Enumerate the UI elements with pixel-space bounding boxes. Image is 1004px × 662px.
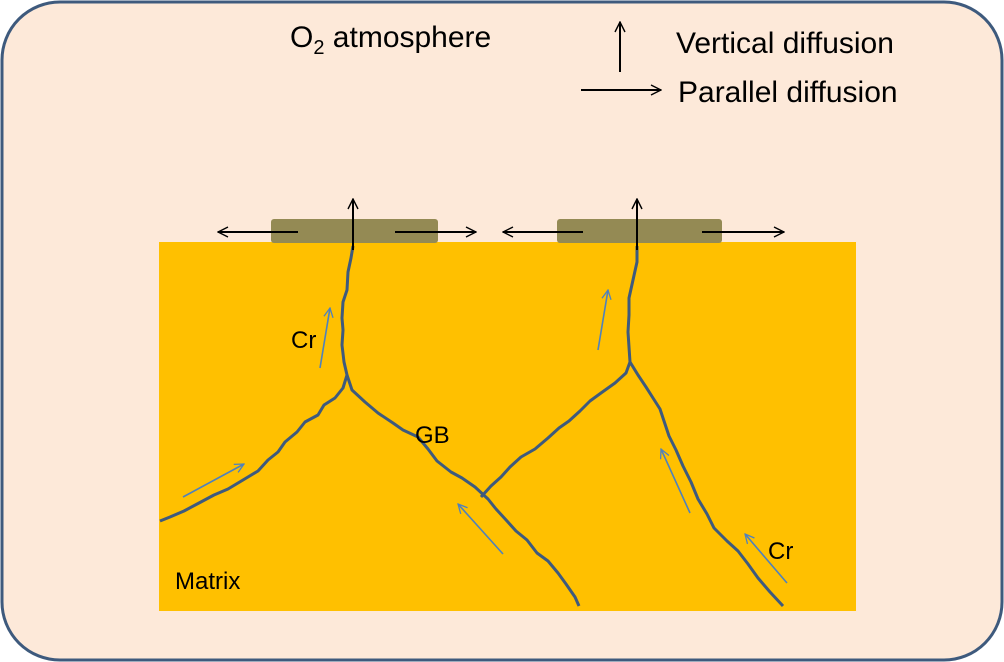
cr-arrow-center bbox=[458, 504, 504, 555]
vertical-diffusion-label: Vertical diffusion bbox=[676, 27, 894, 60]
parallel-diffusion-label: Parallel diffusion bbox=[678, 76, 898, 109]
cr-arrow-right-middle bbox=[661, 449, 691, 514]
cr-label-right: Cr bbox=[768, 538, 793, 565]
matrix-label: Matrix bbox=[175, 568, 240, 595]
cr-arrow-left-lower bbox=[182, 463, 244, 498]
oxide-scale-left bbox=[271, 219, 438, 243]
cr-arrow-left-upper bbox=[319, 308, 330, 369]
cr-arrow-right-lower bbox=[745, 534, 788, 584]
grain-boundary-right-branch bbox=[479, 246, 639, 499]
grain-boundary-central bbox=[345, 374, 581, 607]
atmosphere-label: O2 atmosphere bbox=[290, 21, 491, 59]
matrix-block bbox=[159, 242, 856, 611]
cr-label-left: Cr bbox=[291, 327, 316, 354]
grain-boundary-label: GB bbox=[415, 422, 450, 449]
cr-arrow-right-upper bbox=[597, 290, 608, 351]
grain-boundary-right-main bbox=[628, 361, 785, 608]
oxide-scale-right bbox=[557, 219, 722, 243]
grain-boundary-left-branch bbox=[159, 245, 355, 523]
